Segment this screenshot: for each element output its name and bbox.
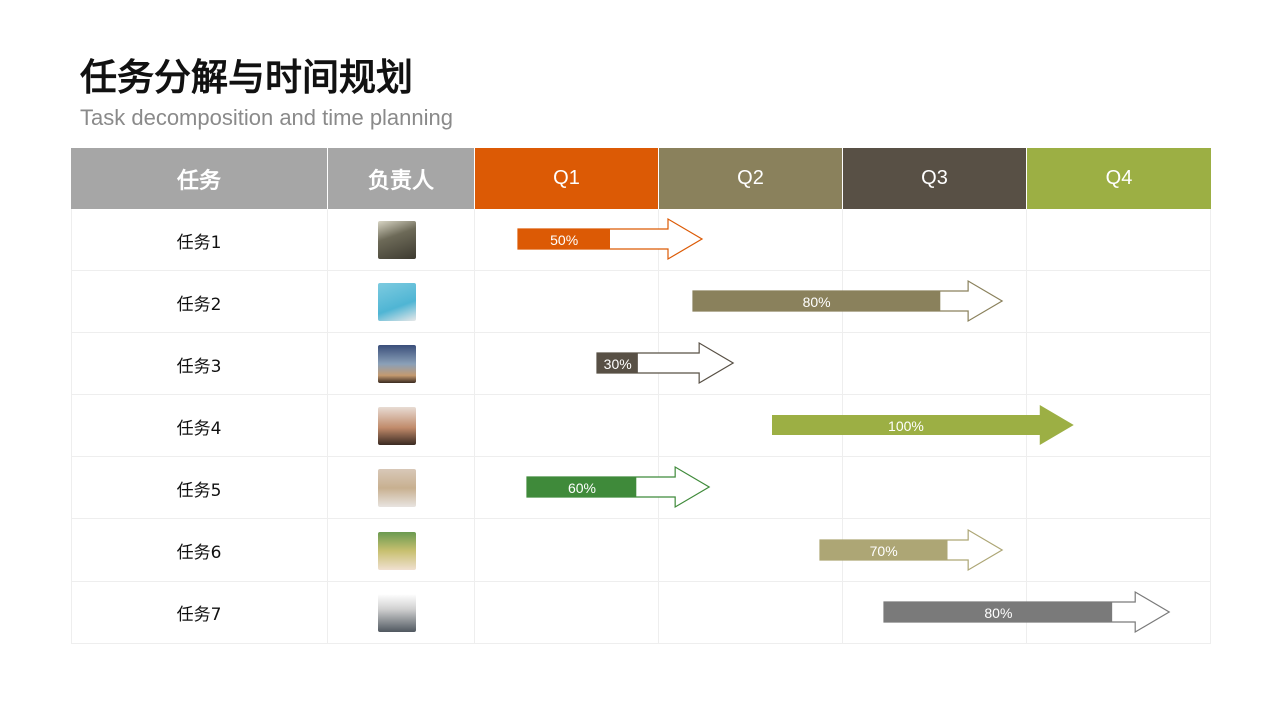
owner-avatar [378, 345, 416, 384]
header-task: 任务 [71, 148, 327, 209]
table-row: 任务4 100% [71, 395, 1211, 458]
progress-arrow: 60% [526, 466, 711, 509]
task-name: 任务7 [176, 605, 222, 626]
table-row: 任务7 80% [71, 582, 1211, 644]
arrow-shape [692, 280, 1004, 323]
arrow-shape [526, 466, 711, 509]
task-name: 任务3 [176, 356, 222, 377]
task-name: 任务5 [176, 480, 222, 501]
table-row: 任务2 80% [71, 271, 1211, 334]
progress-arrow: 70% [819, 528, 1004, 572]
task-name: 任务1 [176, 232, 222, 253]
table-row: 任务3 30% [71, 333, 1211, 396]
header-q3: Q3 [843, 148, 1026, 209]
arrow-shape [819, 528, 1004, 571]
owner-avatar [378, 469, 416, 508]
header-owner: 负责人 [328, 148, 474, 209]
table-row: 任务5 60% [71, 457, 1211, 520]
arrow-shape [517, 217, 704, 261]
progress-label: 30% [603, 356, 632, 373]
owner-avatar [378, 407, 416, 446]
arrow-shape [596, 342, 735, 385]
arrow-shape [883, 590, 1171, 633]
table-row: 任务6 70% [71, 520, 1211, 582]
header-q1: Q1 [475, 148, 658, 209]
progress-arrow: 100% [772, 405, 1074, 447]
owner-avatar [378, 531, 416, 570]
progress-label: 80% [802, 294, 831, 311]
header-q4: Q4 [1027, 148, 1211, 209]
progress-arrow: 80% [883, 590, 1171, 634]
grid-line [327, 209, 328, 644]
table-border-left [71, 148, 72, 644]
task-name: 任务4 [176, 418, 222, 439]
page-subtitle: Task decomposition and time planning [80, 105, 454, 130]
progress-label: 50% [550, 232, 579, 248]
grid-line [474, 209, 475, 644]
progress-label: 100% [888, 418, 924, 435]
owner-avatar [378, 283, 416, 322]
owner-avatar [378, 221, 416, 259]
task-name: 任务6 [176, 543, 222, 563]
progress-arrow: 30% [596, 342, 735, 385]
task-name: 任务2 [176, 294, 222, 315]
grid-line [658, 209, 659, 644]
table-border-right [1210, 148, 1211, 644]
arrow-shape [772, 405, 1074, 446]
owner-avatar [378, 593, 416, 632]
progress-label: 60% [567, 480, 597, 497]
page-title: 任务分解与时间规划 [80, 56, 413, 99]
progress-arrow: 80% [692, 280, 1004, 323]
table-row: 任务1 50% [71, 209, 1211, 271]
progress-arrow: 50% [517, 217, 704, 261]
header-q2: Q2 [659, 148, 842, 209]
progress-label: 70% [869, 542, 898, 559]
progress-label: 80% [984, 604, 1013, 621]
